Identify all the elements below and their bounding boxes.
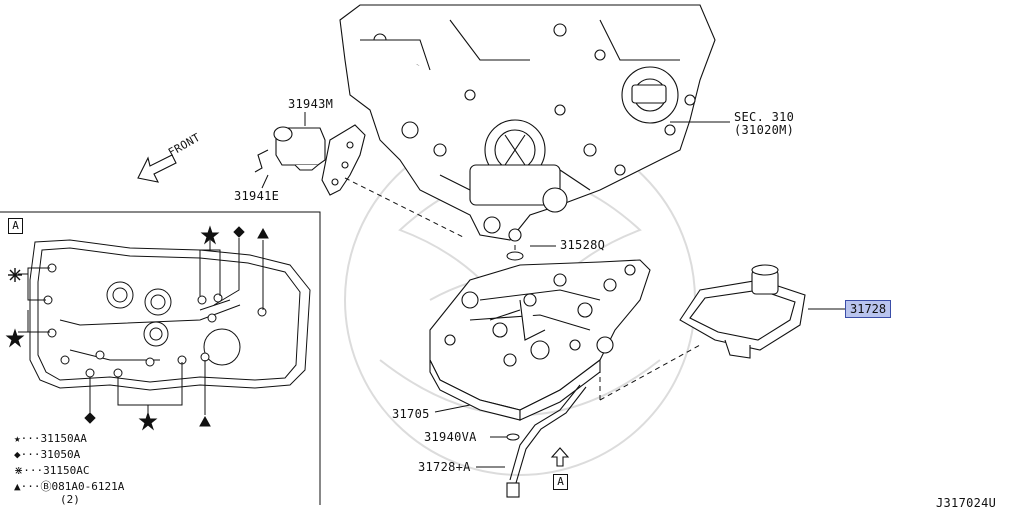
legend-text: ···31150AA xyxy=(20,432,87,445)
inset-a-box: A xyxy=(8,218,23,234)
legend-text: ···31150AC xyxy=(23,464,90,477)
part-label-sec310-ref: (31020M) xyxy=(734,123,795,137)
leader-lines xyxy=(434,121,845,468)
figure-id: J317024U xyxy=(936,496,997,510)
inset-frame xyxy=(0,211,321,505)
legend-row-31150aa: ★···31150AA xyxy=(14,432,87,445)
inset-valve-plate xyxy=(18,238,311,415)
part-label-31705: 31705 xyxy=(392,407,430,421)
part-label-31943m: 31943M xyxy=(288,97,334,111)
legend-qty: (2) xyxy=(60,493,80,506)
asterisk-icon: ⋇ xyxy=(14,464,24,477)
legend-row-31150ac: ⋇···31150AC xyxy=(14,464,89,477)
star-icon: ★ xyxy=(14,432,21,445)
front-arrow xyxy=(137,154,177,183)
control-valve-body xyxy=(429,259,651,421)
triangle-icon: ▲ xyxy=(14,480,21,493)
solenoid-assembly xyxy=(254,124,366,196)
inset-markers xyxy=(5,225,269,431)
legend-text: ···Ⓑ081A0-6121A xyxy=(20,480,125,493)
part-label-31528q: 31528Q xyxy=(560,238,606,252)
legend-row-31050a: ◆···31050A xyxy=(14,448,80,461)
oil-strainer xyxy=(679,264,806,359)
part-callout-31728[interactable]: 31728 xyxy=(845,300,892,318)
view-arrow xyxy=(550,447,570,467)
legend-row-081a0: ▲···Ⓑ081A0-6121A xyxy=(14,480,124,493)
part-label-31940va: 31940VA xyxy=(424,430,477,444)
view-a-box: A xyxy=(553,474,568,490)
inset-marker-asterisk xyxy=(8,268,22,282)
part-label-31728a: 31728+A xyxy=(418,460,471,474)
o-ring-31940va xyxy=(506,433,520,441)
engine-block xyxy=(339,4,716,242)
legend-text: ···31050A xyxy=(20,448,81,461)
filter-tube xyxy=(506,384,587,498)
part-label-sec310: SEC. 310 xyxy=(734,110,795,124)
diamond-icon: ◆ xyxy=(14,448,21,461)
part-label-31941e: 31941E xyxy=(234,189,280,203)
o-ring-31528q xyxy=(506,251,524,261)
